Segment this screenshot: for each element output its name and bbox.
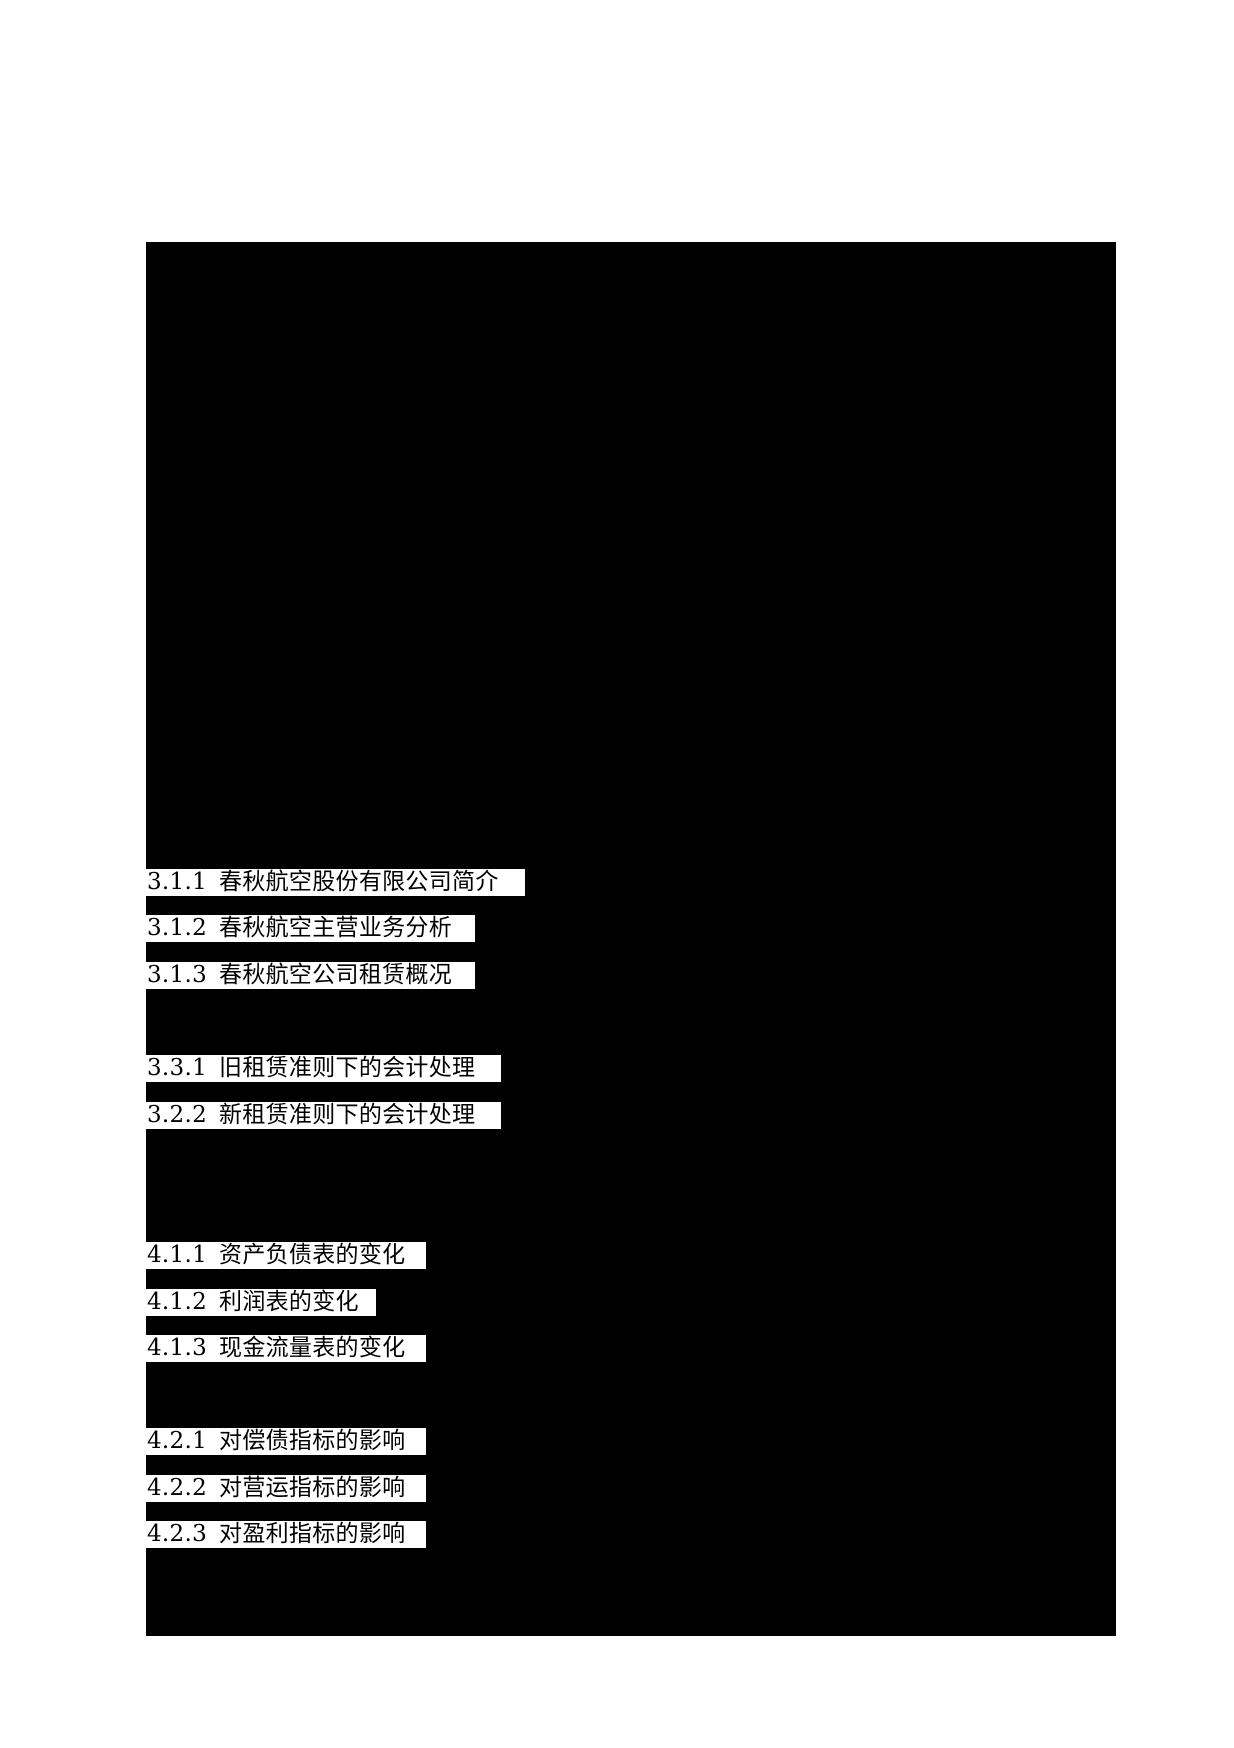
toc-entry-number: 4.2.3: [147, 1521, 208, 1547]
toc-entry-number: 3.1.3: [147, 962, 208, 988]
toc-entry-number: 3.1.2: [147, 915, 208, 941]
toc-entry-3-1-3[interactable]: 3.1.3 春秋航空公司租赁概况: [146, 962, 475, 989]
toc-entry-4-2-3[interactable]: 4.2.3 对盈利指标的影响: [146, 1521, 426, 1548]
toc-entry-3-1-2[interactable]: 3.1.2 春秋航空主营业务分析: [146, 915, 475, 942]
toc-entry-number: 4.1.1: [147, 1242, 208, 1268]
toc-entry-3-3-1[interactable]: 3.3.1 旧租赁准则下的会计处理: [146, 1055, 501, 1082]
toc-entry-title: 春秋航空股份有限公司简介: [219, 869, 499, 895]
toc-entry-number: 4.1.3: [147, 1335, 208, 1361]
toc-entry-number: 3.3.1: [147, 1055, 208, 1081]
toc-entry-4-2-2[interactable]: 4.2.2 对营运指标的影响: [146, 1475, 426, 1502]
toc-entry-title: 新租赁准则下的会计处理: [219, 1102, 476, 1128]
toc-entry-number: 3.2.2: [147, 1102, 208, 1128]
toc-entry-title: 对偿债指标的影响: [219, 1428, 406, 1454]
toc-entry-title: 利润表的变化: [219, 1289, 359, 1315]
toc-entry-title: 资产负债表的变化: [219, 1242, 406, 1268]
toc-entry-number: 4.1.2: [147, 1289, 208, 1315]
toc-entry-title: 春秋航空公司租赁概况: [219, 962, 453, 988]
toc-entry-title: 现金流量表的变化: [219, 1335, 406, 1361]
toc-entry-title: 春秋航空主营业务分析: [219, 915, 453, 941]
toc-entry-number: 4.2.2: [147, 1475, 208, 1501]
toc-entry-3-2-2[interactable]: 3.2.2 新租赁准则下的会计处理: [146, 1102, 501, 1129]
toc-entry-title: 旧租赁准则下的会计处理: [219, 1055, 476, 1081]
toc-entry-4-1-1[interactable]: 4.1.1 资产负债表的变化: [146, 1242, 426, 1269]
toc-entry-4-1-3[interactable]: 4.1.3 现金流量表的变化: [146, 1335, 426, 1362]
toc-entry-4-2-1[interactable]: 4.2.1 对偿债指标的影响: [146, 1428, 426, 1455]
toc-entry-title: 对盈利指标的影响: [219, 1521, 406, 1547]
toc-entry-4-1-2[interactable]: 4.1.2 利润表的变化: [146, 1289, 376, 1316]
toc-entry-number: 4.2.1: [147, 1428, 208, 1454]
toc-entry-title: 对营运指标的影响: [219, 1475, 406, 1501]
toc-entry-number: 3.1.1: [147, 869, 208, 895]
toc-entry-3-1-1[interactable]: 3.1.1 春秋航空股份有限公司简介: [146, 869, 525, 896]
